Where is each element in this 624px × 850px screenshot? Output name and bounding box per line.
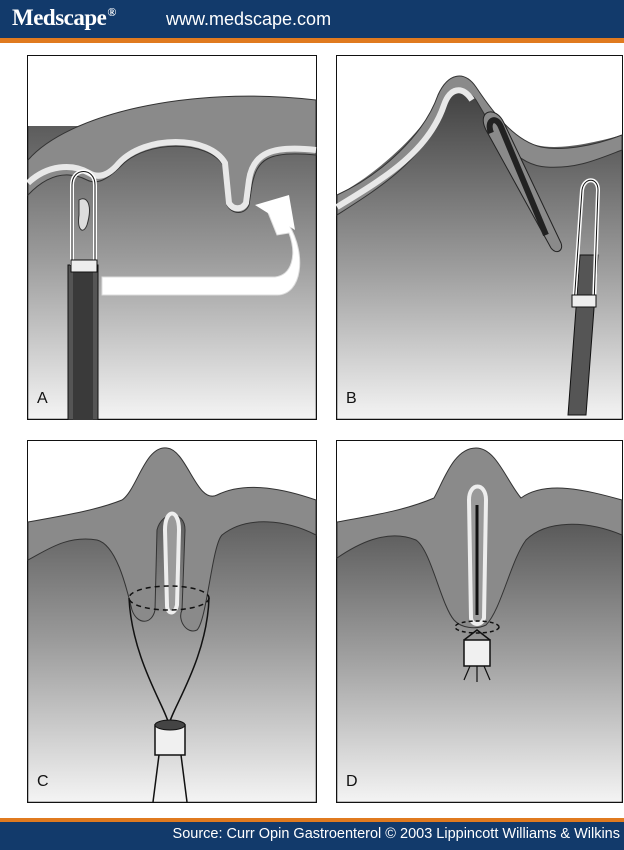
panel-d: D	[336, 440, 623, 803]
medscape-logo[interactable]: Medscape®	[12, 5, 116, 31]
panel-b-illustration	[336, 55, 623, 420]
header-accent-line	[0, 38, 624, 43]
panel-label-a: A	[37, 390, 48, 408]
panel-d-illustration	[336, 440, 623, 803]
panel-label-b: B	[346, 390, 357, 408]
panel-label-c: C	[37, 773, 49, 791]
panel-b: B	[336, 55, 623, 420]
site-url-link[interactable]: www.medscape.com	[166, 9, 331, 30]
panel-c: C	[27, 440, 317, 803]
source-citation: Source: Curr Opin Gastroenterol © 2003 L…	[173, 826, 620, 842]
panel-c-illustration	[27, 440, 317, 803]
panel-a-illustration	[27, 55, 317, 420]
panel-a: A	[27, 55, 317, 420]
panel-label-d: D	[346, 773, 358, 791]
header-bar: Medscape® www.medscape.com	[0, 0, 624, 38]
